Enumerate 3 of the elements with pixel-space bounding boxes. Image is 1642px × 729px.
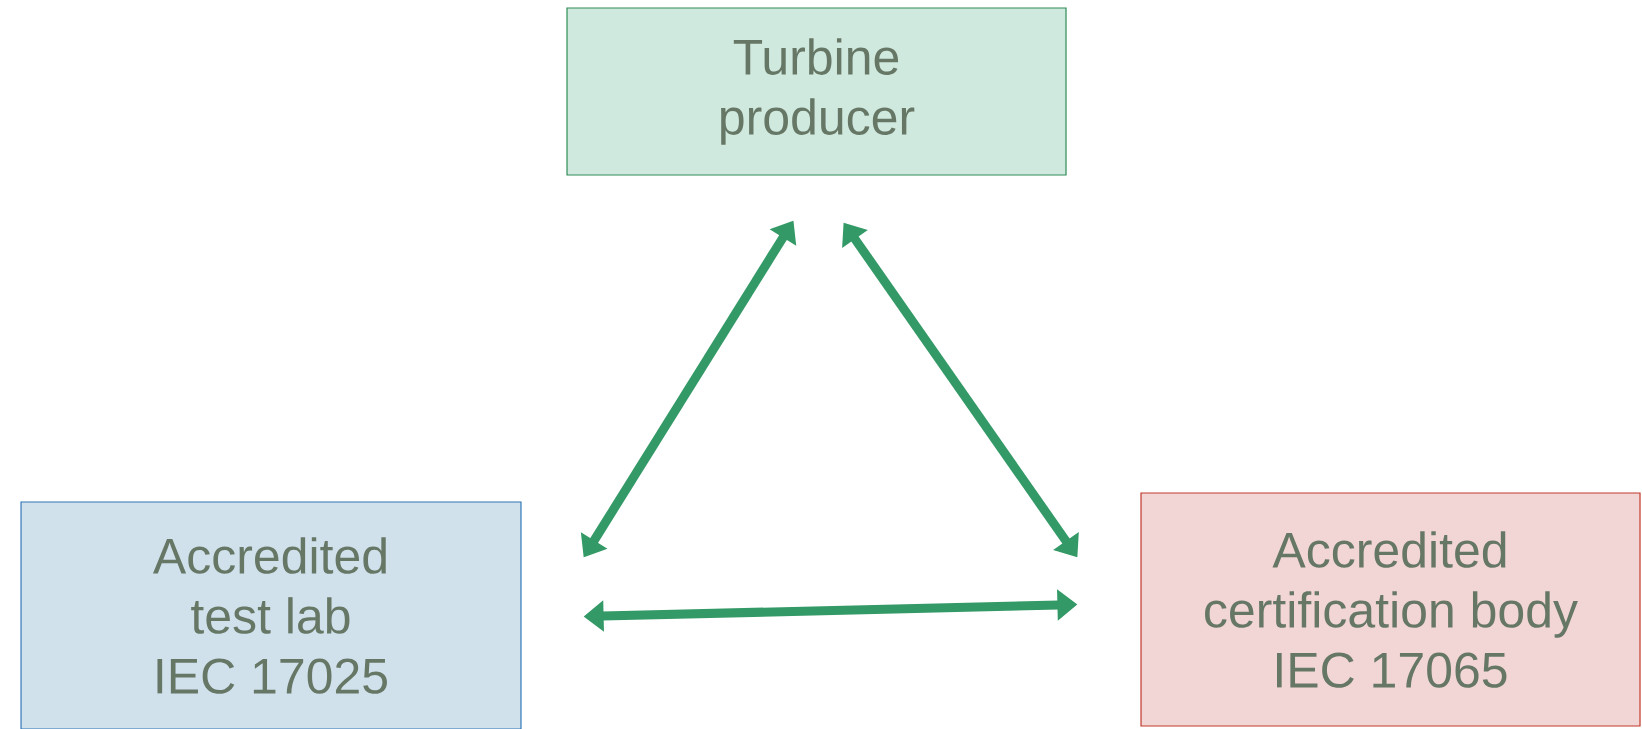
entity-box: Accredited test lab IEC 17025 [20, 501, 522, 729]
entity-box: Accredited certification body IEC 17065 [1140, 492, 1641, 727]
entity-box: Turbine producer [566, 7, 1067, 176]
